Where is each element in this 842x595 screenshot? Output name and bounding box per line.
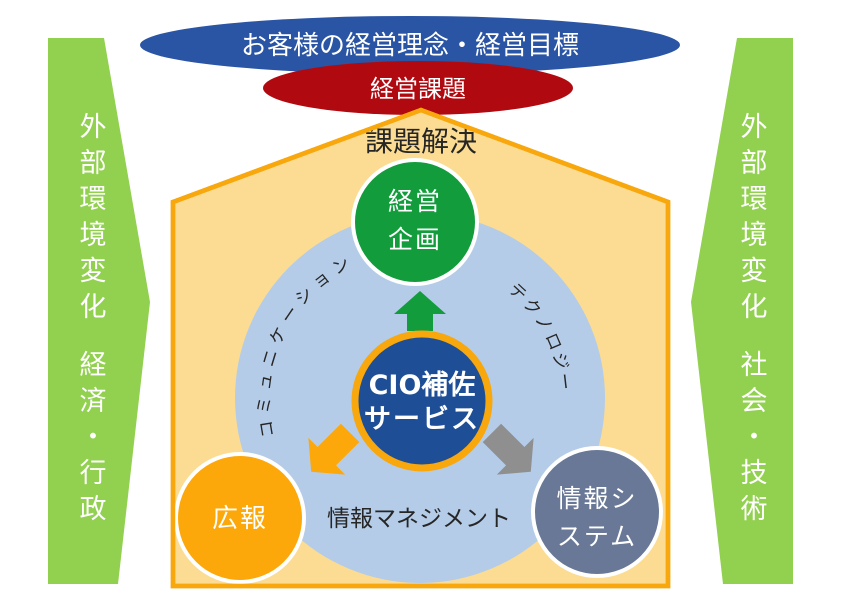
pr-circle bbox=[174, 452, 306, 584]
solution-heading: 課題解決 bbox=[365, 125, 477, 158]
planning-label-line2: 企画 bbox=[388, 225, 442, 254]
pr-label: 広報 bbox=[212, 504, 268, 534]
down-left-arrow-icon bbox=[308, 423, 360, 475]
left-banner-line2: 経済・行政 bbox=[75, 350, 107, 530]
issue-label: 経営課題 bbox=[370, 75, 466, 103]
cio-service-circle bbox=[351, 330, 493, 472]
house-border-overlay bbox=[170, 107, 671, 589]
it-label-line2: ステム bbox=[557, 522, 637, 551]
left-banner-line1: 外部環境変化 bbox=[75, 112, 107, 328]
right-banner-shape bbox=[691, 38, 793, 584]
right-banner-line2: 社会・技術 bbox=[736, 350, 768, 530]
down-right-arrow-icon bbox=[482, 423, 534, 475]
information-management-label: 情報マネジメント bbox=[327, 506, 511, 532]
it-label-line1: 情報シ bbox=[556, 484, 637, 513]
issue-ellipse bbox=[263, 61, 573, 115]
cio-service-line2: サービス bbox=[364, 404, 480, 435]
it-circle bbox=[531, 446, 663, 578]
goal-ellipse bbox=[140, 16, 680, 74]
planning-label-line1: 経営 bbox=[388, 187, 442, 216]
goal-label: お客様の経営理念・経営目標 bbox=[241, 31, 579, 61]
planning-circle bbox=[351, 158, 479, 286]
cio-service-line1: CIO補佐 bbox=[369, 370, 476, 401]
up-arrow-icon bbox=[394, 291, 446, 331]
left-banner-shape bbox=[48, 38, 150, 584]
right-banner-line1: 外部環境変化 bbox=[736, 112, 768, 328]
